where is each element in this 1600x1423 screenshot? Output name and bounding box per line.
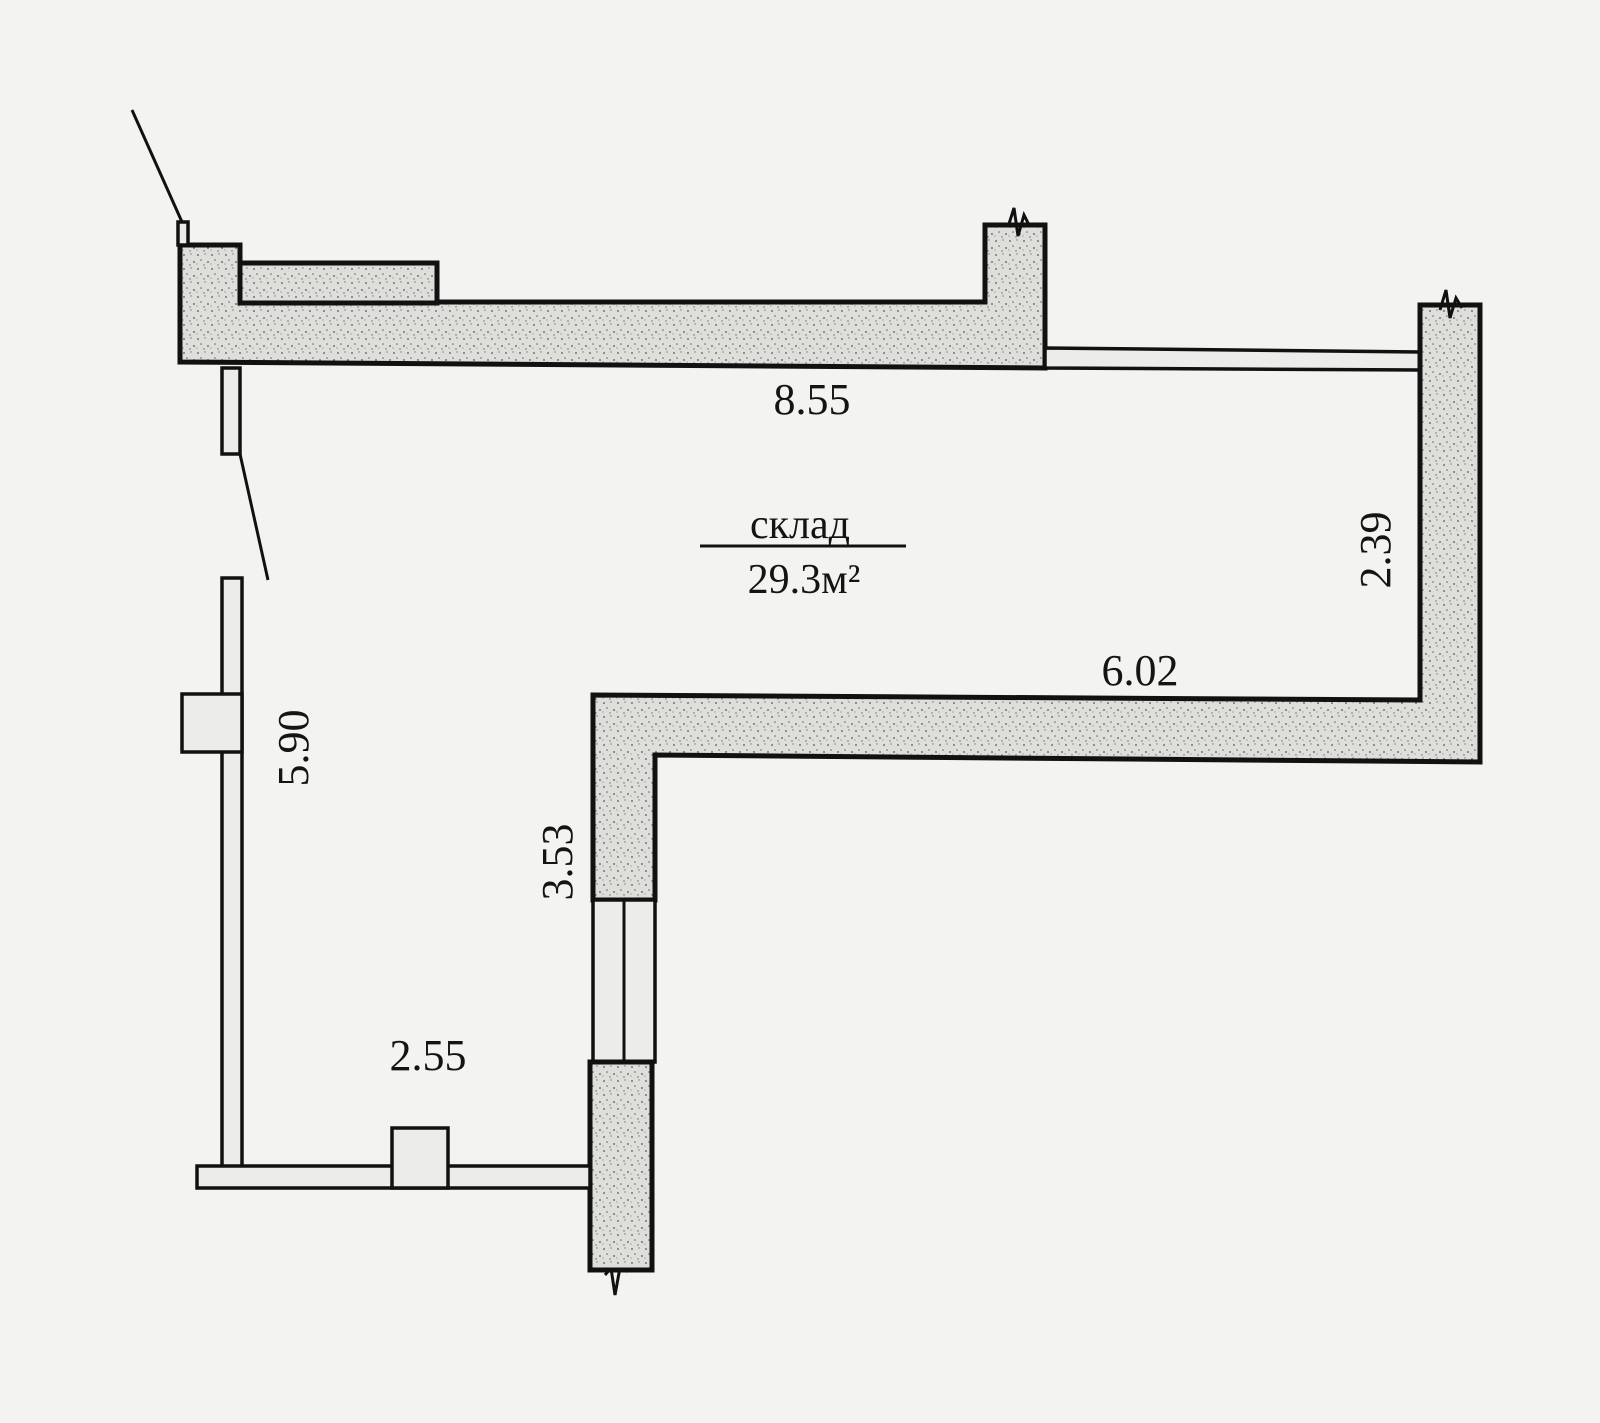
dim-inner-wall: 3.53 — [533, 824, 582, 901]
top-right-thin-wall — [1043, 346, 1422, 372]
inner-wall-lower — [587, 1059, 655, 1273]
right-wall — [590, 302, 1483, 903]
left-wall-lower — [220, 576, 244, 1170]
top-wall-block — [237, 260, 440, 306]
door-swing-line — [238, 453, 270, 581]
room-area: 29.3м² — [748, 557, 861, 603]
break-mark-right — [1438, 289, 1464, 319]
dim-left-wall: 5.90 — [269, 710, 318, 787]
dim-right-wall: 2.39 — [1351, 512, 1400, 589]
exterior-line — [130, 109, 184, 223]
left-pillar — [180, 692, 244, 754]
break-mark-top — [1006, 207, 1032, 237]
room-name: склад — [750, 502, 850, 548]
bottom-pillar — [390, 1126, 450, 1190]
left-wall-upper — [220, 366, 242, 456]
dim-bottom-wall: 2.55 — [390, 1031, 467, 1080]
dim-top-wall: 8.55 — [774, 375, 851, 424]
exterior-post — [176, 220, 190, 247]
dim-step-wall: 6.02 — [1102, 646, 1179, 695]
